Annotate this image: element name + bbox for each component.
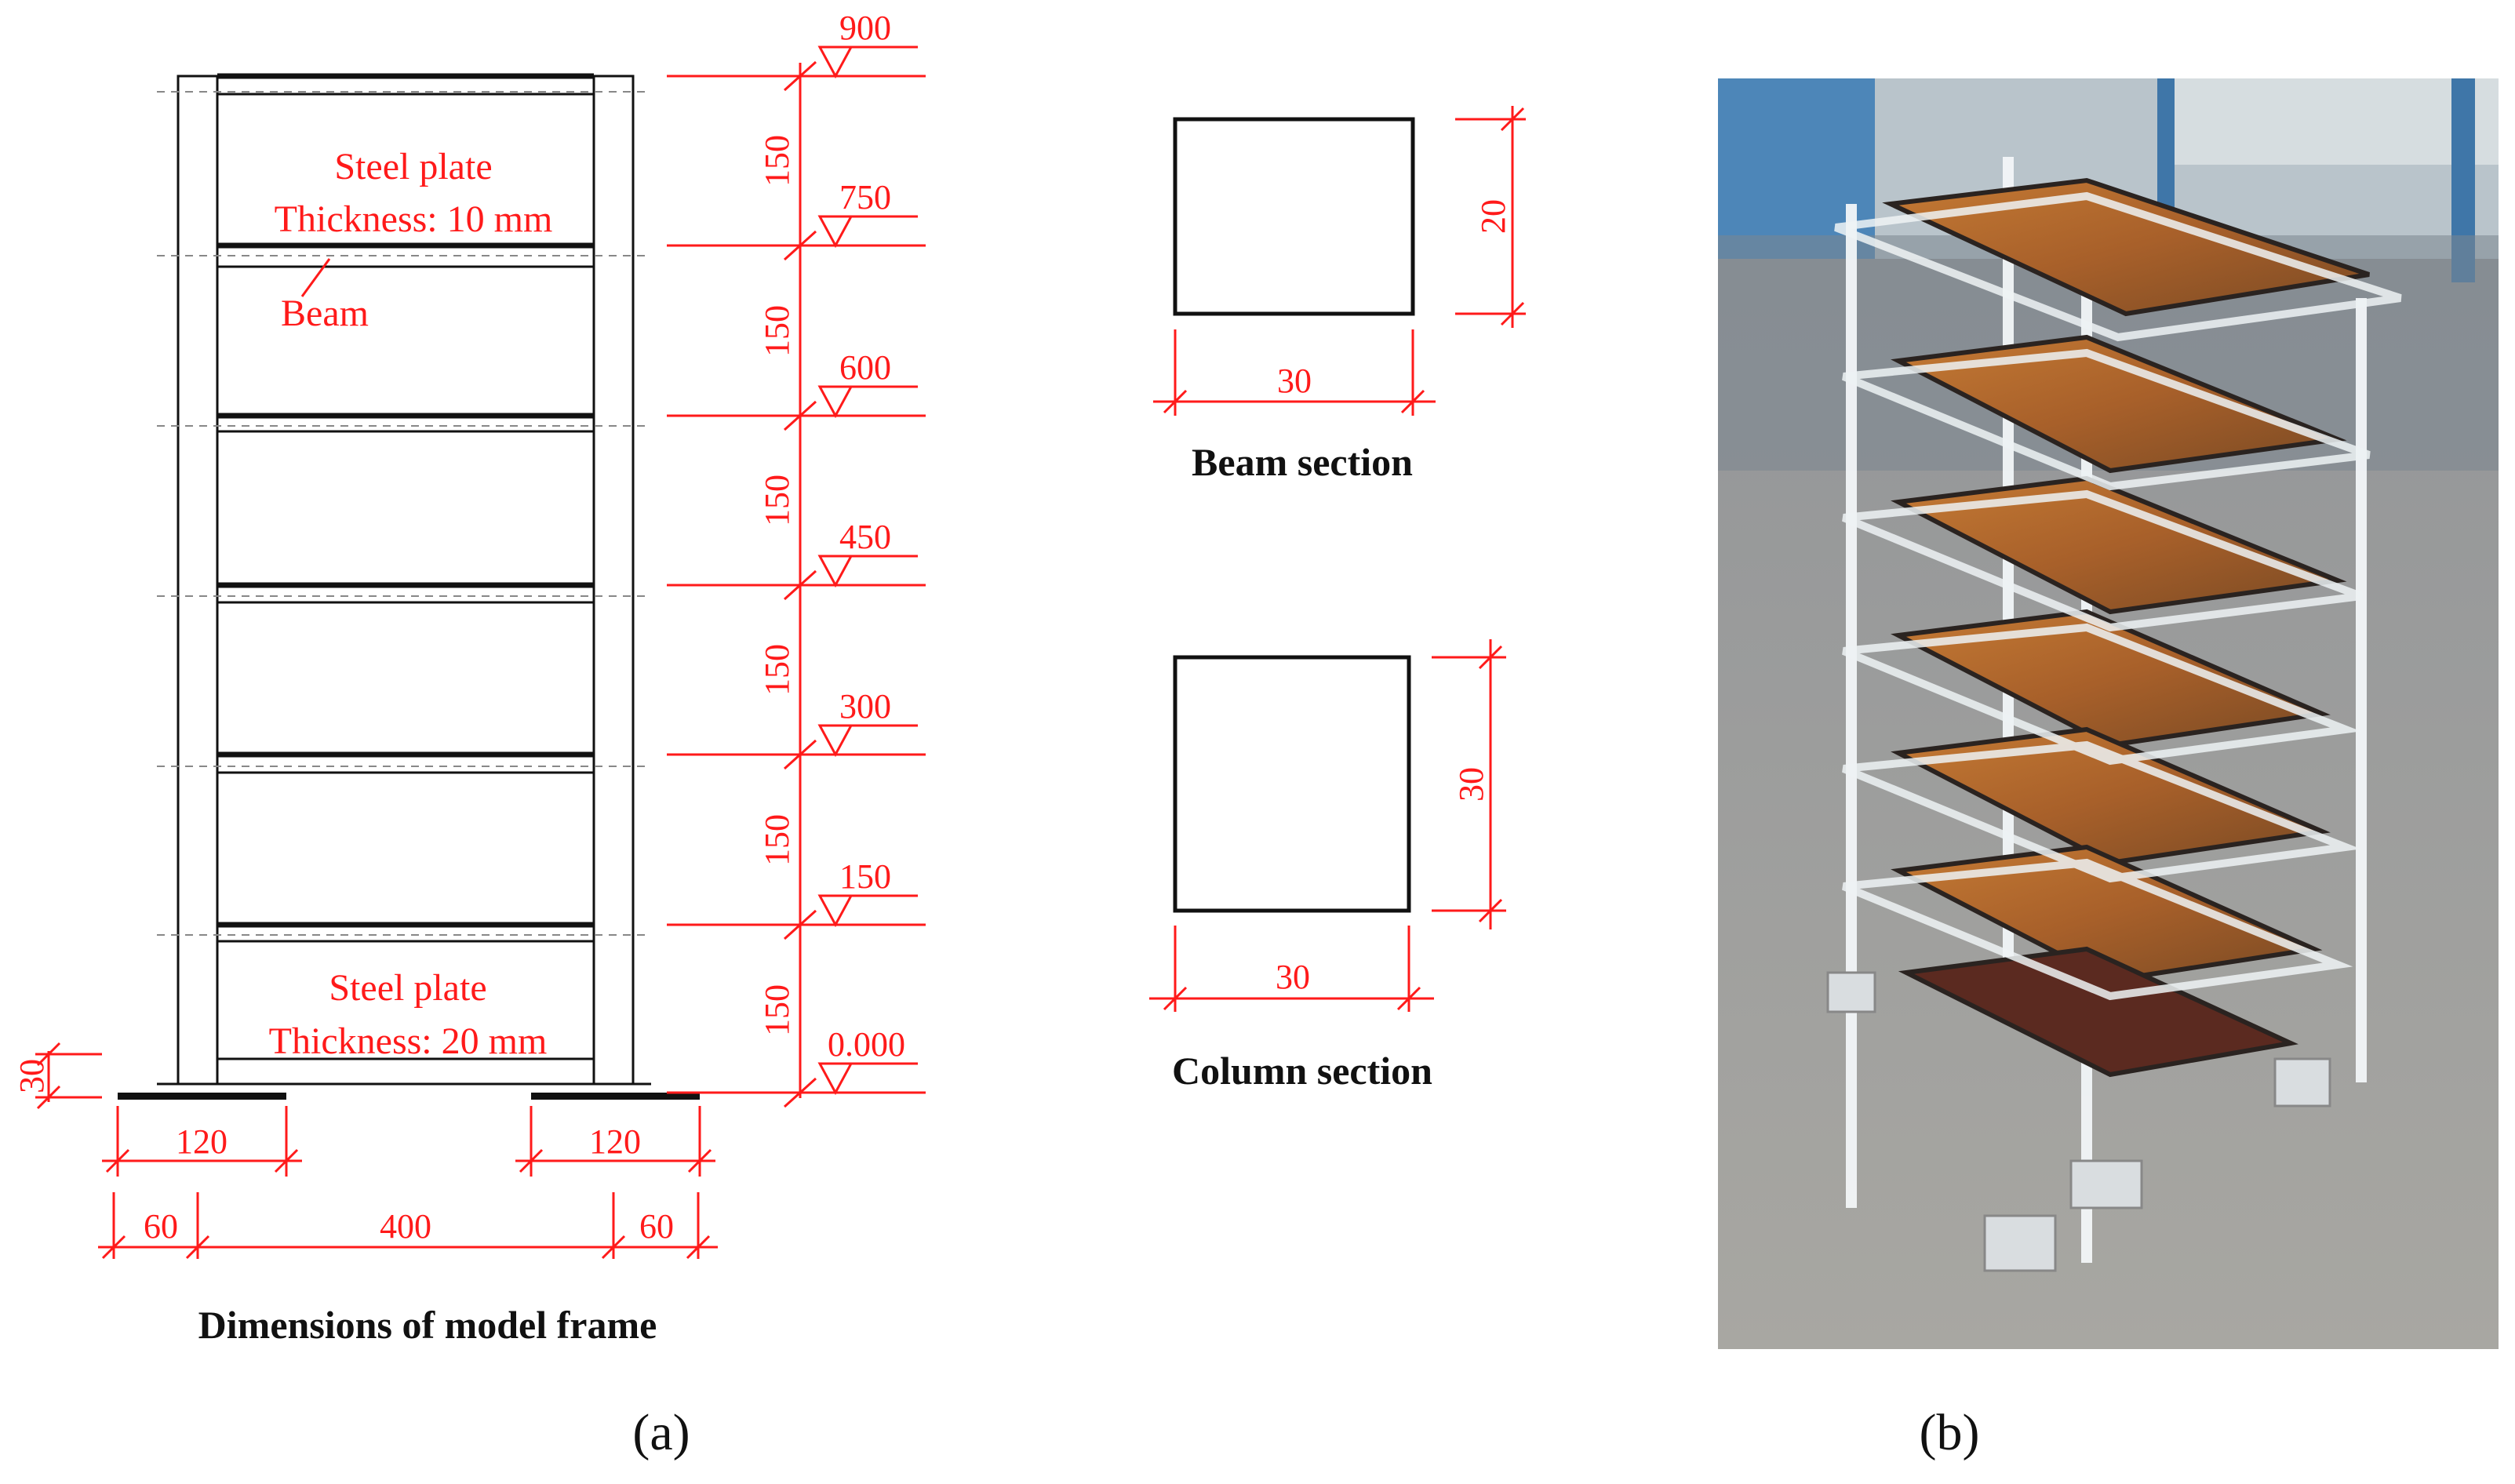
beam-section-width: 30 xyxy=(1277,362,1312,400)
column-section-height: 30 xyxy=(1452,767,1490,802)
elevation-300: 300 xyxy=(839,687,891,726)
frame-caption: Dimensions of model frame xyxy=(198,1303,657,1347)
base-width-right: 120 xyxy=(589,1122,641,1161)
storey-height-1: 150 xyxy=(758,984,796,1036)
elevation-750: 750 xyxy=(839,178,891,216)
column-section: 30 30 Column section xyxy=(1149,639,1506,1093)
base-plate-left xyxy=(118,1093,286,1100)
steel-plates xyxy=(1882,177,2370,1078)
storey-height-2: 150 xyxy=(758,814,796,866)
bottom-plate-label: Steel plate xyxy=(329,967,486,1009)
storey-height-3: 150 xyxy=(758,644,796,696)
bottom-dimension-chain xyxy=(98,1192,718,1260)
base-height-dimension xyxy=(35,1042,102,1110)
top-plate-label: Steel plate xyxy=(334,146,492,187)
storey-height-6: 150 xyxy=(758,135,796,187)
base-height-label: 30 xyxy=(13,1059,51,1093)
elevation-450: 450 xyxy=(839,518,891,556)
bottom-dim-left: 60 xyxy=(144,1207,178,1246)
beam-section-caption: Beam section xyxy=(1192,440,1413,484)
panel-b-label: (b) xyxy=(1920,1404,1980,1461)
right-column xyxy=(592,75,635,1086)
elevation-900: 900 xyxy=(839,9,891,47)
base-plate-right xyxy=(531,1093,700,1100)
elevation-0: 0.000 xyxy=(828,1025,905,1064)
beam-label: Beam xyxy=(281,293,369,334)
top-plate-thickness: Thickness: 10 mm xyxy=(275,198,553,240)
beam-section: 20 30 Beam section xyxy=(1153,106,1526,484)
base-width-left: 120 xyxy=(176,1122,227,1161)
beam-section-height: 20 xyxy=(1474,199,1512,234)
bottom-plate-thickness: Thickness: 20 mm xyxy=(269,1020,548,1062)
model-frame-photo xyxy=(1718,78,2499,1349)
bottom-dim-right: 60 xyxy=(639,1207,674,1246)
column-section-width: 30 xyxy=(1276,958,1310,996)
elevation-150: 150 xyxy=(839,857,891,896)
elevation-dimension-chain: 900 750 600 450 300 150 0.000 150 150 15… xyxy=(667,9,926,1108)
base-width-dimensions xyxy=(102,1106,715,1177)
elevation-600: 600 xyxy=(839,348,891,387)
bottom-dim-middle: 400 xyxy=(380,1207,431,1246)
frame-elevation xyxy=(118,73,700,1100)
storey-height-4: 150 xyxy=(758,475,796,526)
column-section-caption: Column section xyxy=(1172,1049,1432,1093)
storey-height-5: 150 xyxy=(758,305,796,357)
panel-a-label: (a) xyxy=(632,1404,690,1461)
left-column xyxy=(177,75,219,1086)
